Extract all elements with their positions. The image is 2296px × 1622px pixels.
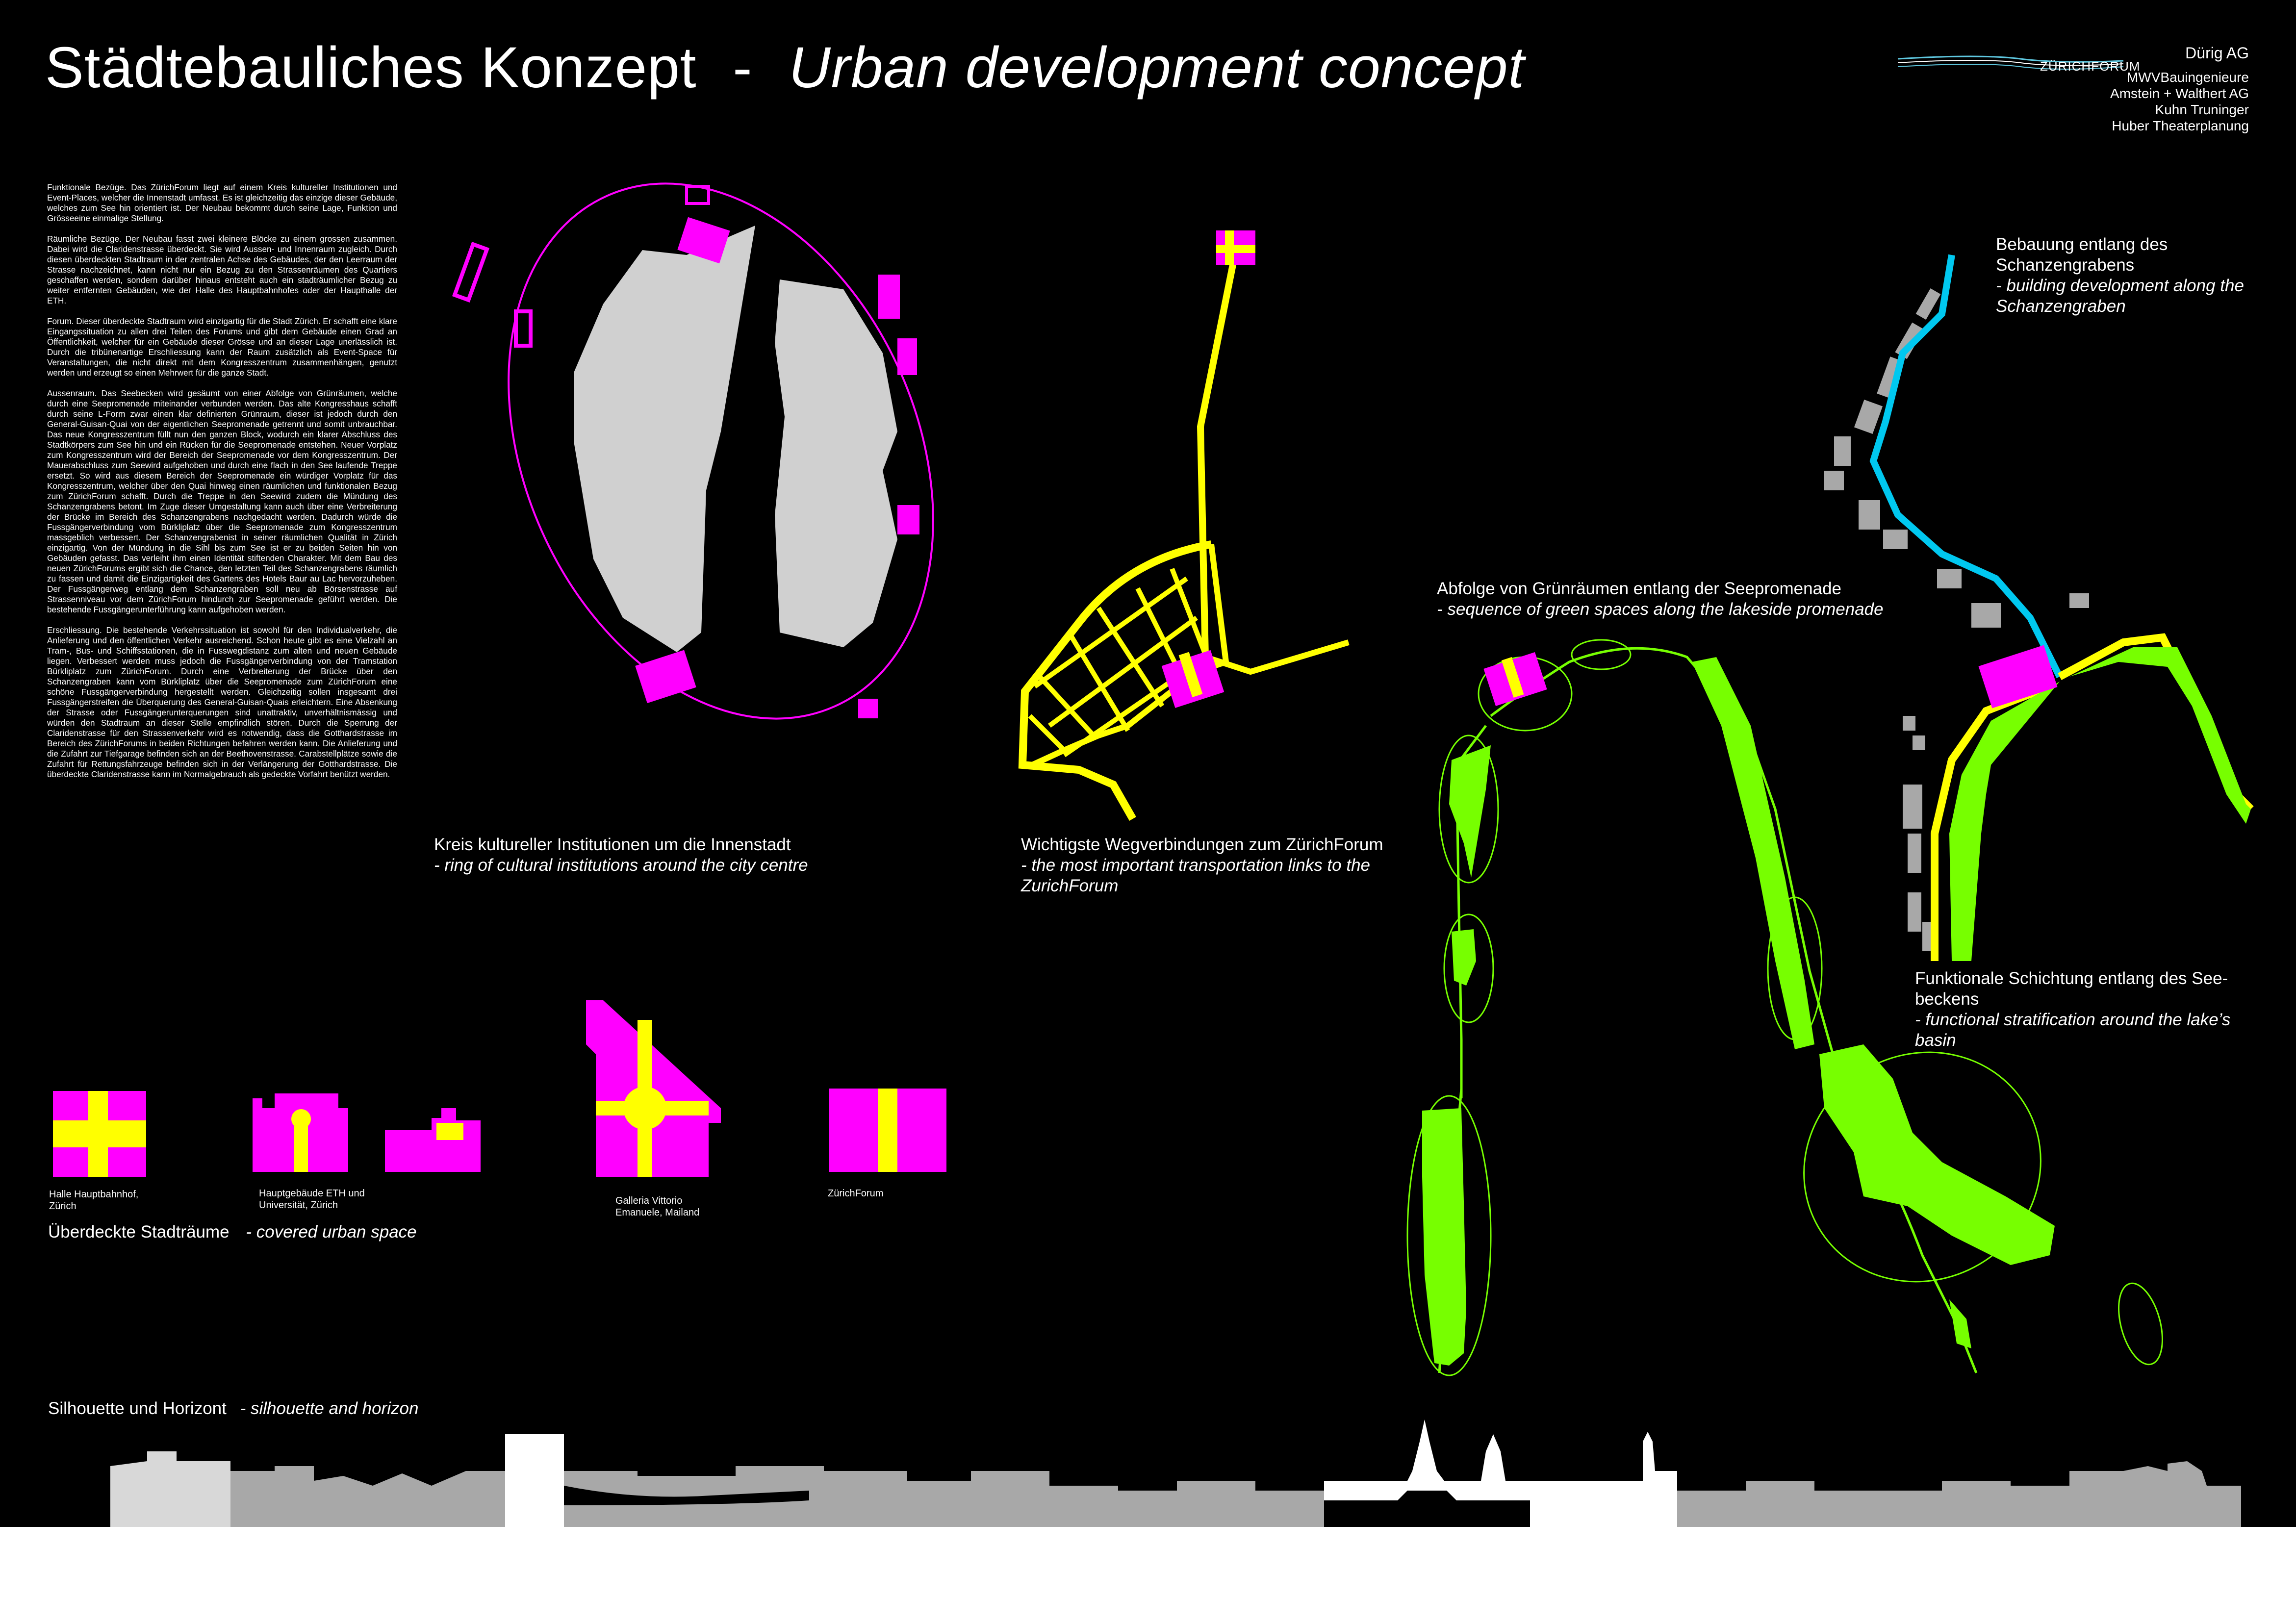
silhouette-heading: Silhouette und Horizont - silhouette and… bbox=[48, 1398, 418, 1419]
body-paragraph: Räumliche Bezüge. Der Neubau fasst zwei … bbox=[47, 234, 397, 305]
page-title: Städtebauliches Konzept - Urban developm… bbox=[45, 34, 1525, 101]
credits-partner: MWVBauingenieure bbox=[2126, 70, 2249, 85]
body-paragraph: Erschliessung. Die bestehende Verkehrssi… bbox=[47, 625, 397, 779]
caption-de: Schanzengrabens bbox=[1996, 255, 2135, 275]
title-german: Städtebauliches Konzept bbox=[45, 35, 697, 100]
credits-partner: Amstein + Walthert AG bbox=[2110, 86, 2249, 101]
stratification-caption: Funktionale Schichtung entlang des See- … bbox=[1915, 968, 2230, 1051]
heading-de: Silhouette und Horizont bbox=[48, 1399, 227, 1418]
caption-en: ZurichForum bbox=[1021, 876, 1119, 895]
covered-spaces-heading: Überdeckte Stadträume - covered urban sp… bbox=[48, 1222, 417, 1242]
credits-firm: Dürig AG bbox=[2185, 44, 2249, 62]
caption-en: - functional stratification around the l… bbox=[1915, 1010, 2231, 1029]
covered-space-label: Hauptgebäude ETH und Universität, Zürich bbox=[259, 1188, 365, 1211]
heading-en: - covered urban space bbox=[246, 1222, 417, 1242]
label-line: Emanuele, Mailand bbox=[615, 1207, 700, 1218]
institution-marker bbox=[677, 217, 730, 264]
label-line: ZürichForum bbox=[828, 1188, 884, 1199]
label-line: Halle Hauptbahnhof, bbox=[49, 1189, 139, 1200]
title-separator: - bbox=[733, 35, 753, 100]
caption-en: - the most important transportation link… bbox=[1021, 856, 1370, 875]
links-caption: Wichtigste Wegverbindungen zum ZürichFor… bbox=[1021, 835, 1383, 896]
city-block-east bbox=[775, 279, 897, 647]
heading-de: Überdeckte Stadträume bbox=[48, 1222, 230, 1242]
body-paragraph: Aussenraum. Das Seebecken wird gesäumt v… bbox=[47, 388, 397, 614]
institution-marker bbox=[878, 275, 900, 319]
covered-space-label: Galleria Vittorio Emanuele, Mailand bbox=[615, 1195, 699, 1218]
silhouette-ground bbox=[0, 1527, 2296, 1622]
schanzengraben-caption: Bebauung entlang des Schanzengrabens - b… bbox=[1996, 234, 2244, 317]
caption-de: Wichtigste Wegverbindungen zum ZürichFor… bbox=[1021, 835, 1383, 854]
label-line: Universität, Zürich bbox=[259, 1200, 338, 1211]
zurichforum-marker bbox=[635, 650, 696, 704]
silhouette bbox=[110, 1419, 2241, 1545]
green-caption: Abfolge von Grünräumen entlang der Seepr… bbox=[1437, 579, 1884, 620]
heading-en: - silhouette and horizon bbox=[240, 1399, 419, 1418]
institution-marker bbox=[685, 185, 710, 205]
body-paragraph: Funktionale Bezüge. Das ZürichForum lieg… bbox=[47, 182, 397, 223]
caption-de: Abfolge von Grünräumen entlang der Seepr… bbox=[1437, 579, 1841, 598]
label-line: Galleria Vittorio bbox=[615, 1195, 683, 1206]
institution-marker bbox=[858, 699, 878, 718]
ring-ellipse bbox=[508, 182, 934, 720]
label-line: Zürich bbox=[49, 1201, 77, 1212]
covered-space-label: ZürichForum bbox=[828, 1188, 883, 1199]
title-english: Urban development concept bbox=[789, 35, 1525, 100]
zurichforum-logo: ZÜRICHFORUM bbox=[1893, 47, 2140, 84]
logo-text: ZÜRICHFORUM bbox=[2040, 59, 2141, 74]
logo-lines-icon bbox=[1897, 55, 2124, 70]
ring-diagram bbox=[452, 182, 934, 720]
body-paragraph: Forum. Dieser überdeckte Stadtraum wird … bbox=[47, 316, 397, 378]
caption-de: Funktionale Schichtung entlang des See- bbox=[1915, 969, 2228, 988]
links-diagram bbox=[1018, 230, 1350, 821]
caption-en: - sequence of green spaces along the lak… bbox=[1437, 600, 1884, 619]
body-text: Funktionale Bezüge. Das ZürichForum lieg… bbox=[47, 182, 397, 790]
credits-partner: Huber Theaterplanung bbox=[2112, 118, 2249, 133]
caption-de: Kreis kultureller Institutionen um die I… bbox=[434, 835, 791, 854]
caption-de: Bebauung entlang des bbox=[1996, 235, 2168, 254]
institution-marker bbox=[897, 505, 919, 534]
caption-en: - ring of cultural institutions around t… bbox=[434, 856, 808, 875]
caption-en: - building development along the bbox=[1996, 276, 2244, 295]
credits-partner: Kuhn Truninger bbox=[2155, 102, 2249, 117]
city-block-west bbox=[574, 226, 755, 652]
covered-spaces-icons bbox=[53, 1000, 946, 1177]
caption-de: beckens bbox=[1915, 989, 1979, 1009]
credits-block: Dürig AG MWVBauingenieure Amstein + Walt… bbox=[2110, 45, 2249, 134]
institution-marker bbox=[452, 242, 490, 303]
caption-en: basin bbox=[1915, 1031, 1956, 1050]
caption-en: Schanzengraben bbox=[1996, 297, 2126, 316]
institution-marker bbox=[514, 309, 533, 348]
schanzengraben-diagram bbox=[1824, 254, 2254, 961]
institution-marker bbox=[897, 338, 917, 375]
ring-caption: Kreis kultureller Institutionen um die I… bbox=[434, 835, 808, 876]
covered-space-label: Halle Hauptbahnhof, Zürich bbox=[49, 1189, 138, 1212]
label-line: Hauptgebäude ETH und bbox=[259, 1188, 365, 1199]
green-diagram bbox=[1406, 639, 2163, 1376]
